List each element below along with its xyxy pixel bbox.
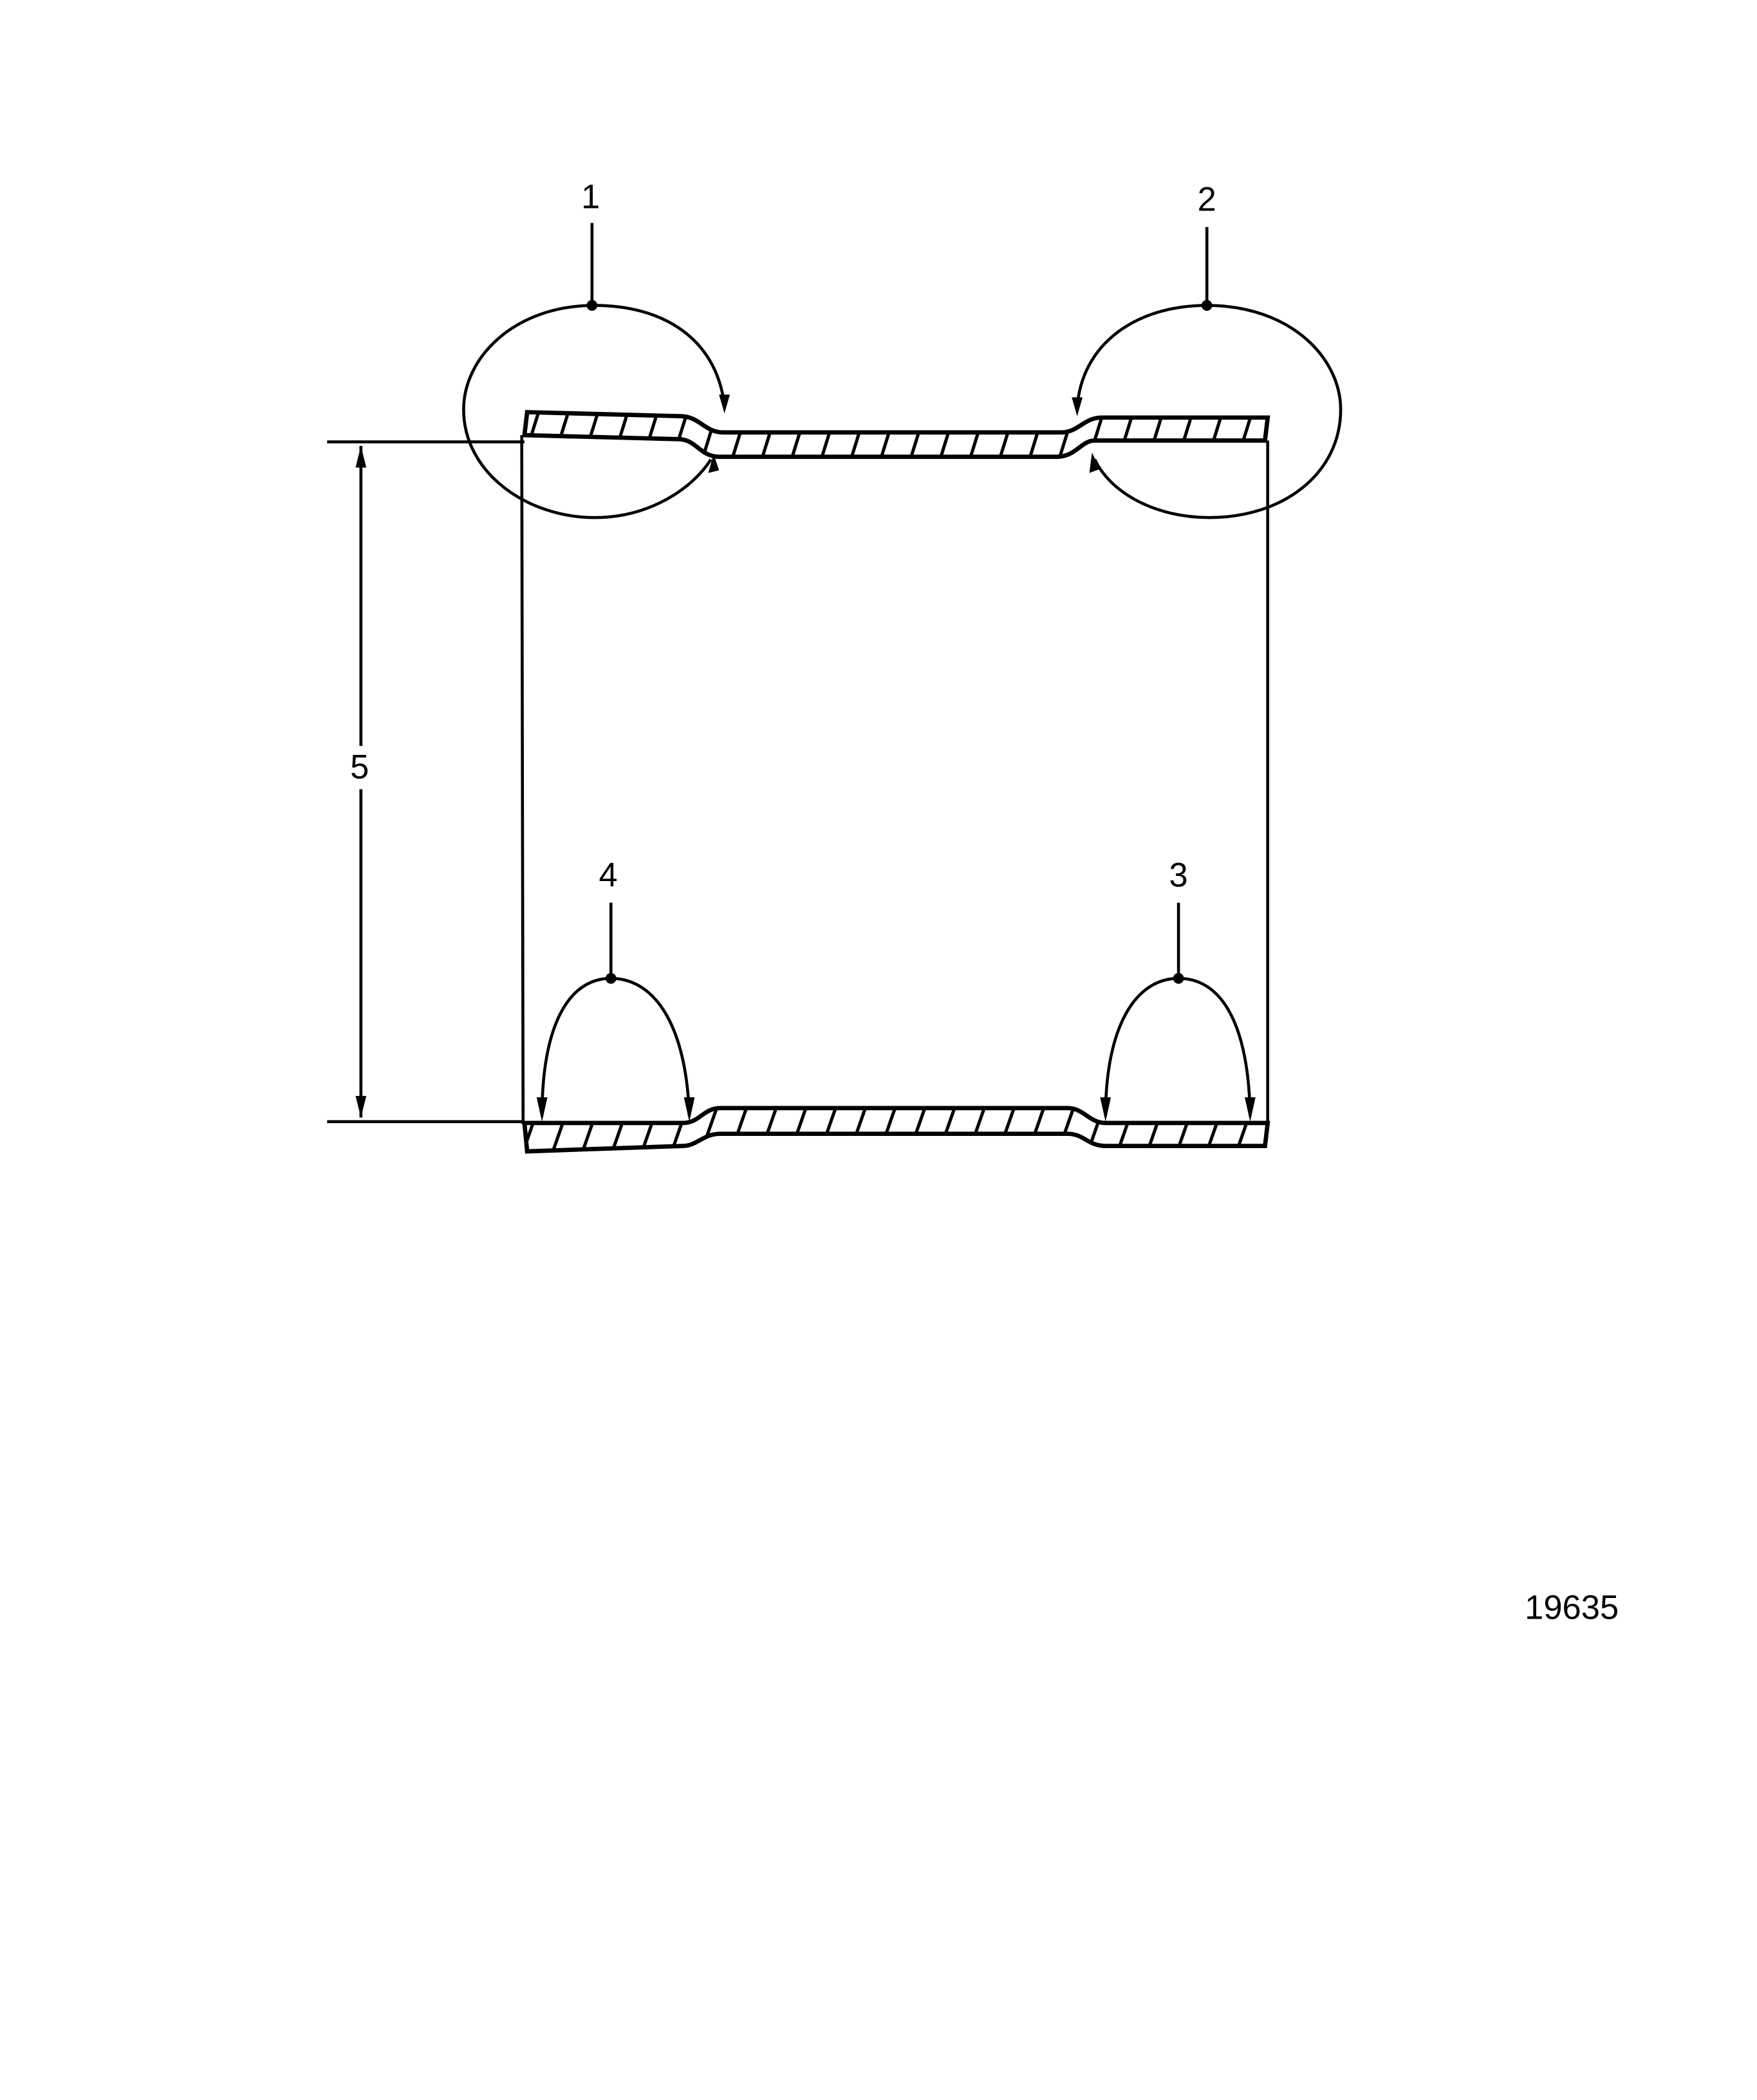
dimension-5: 5 xyxy=(327,440,525,1124)
bottom-wall xyxy=(522,1106,1270,1154)
hatching xyxy=(524,412,1268,1151)
top-wall xyxy=(522,409,1270,460)
callout-label-1: 1 xyxy=(581,178,600,216)
callout-label-5: 5 xyxy=(350,748,369,786)
callout-3: 3 xyxy=(1100,856,1256,1122)
callout-label-3: 3 xyxy=(1169,856,1188,894)
callout-4: 4 xyxy=(536,856,695,1122)
callout-label-2: 2 xyxy=(1198,181,1216,219)
callout-label-4: 4 xyxy=(599,856,617,894)
figure-number: 19635 xyxy=(1525,1588,1619,1626)
callout-1: 1 xyxy=(462,178,730,519)
left-tube-edge xyxy=(520,435,525,1124)
callout-2: 2 xyxy=(1072,181,1343,519)
